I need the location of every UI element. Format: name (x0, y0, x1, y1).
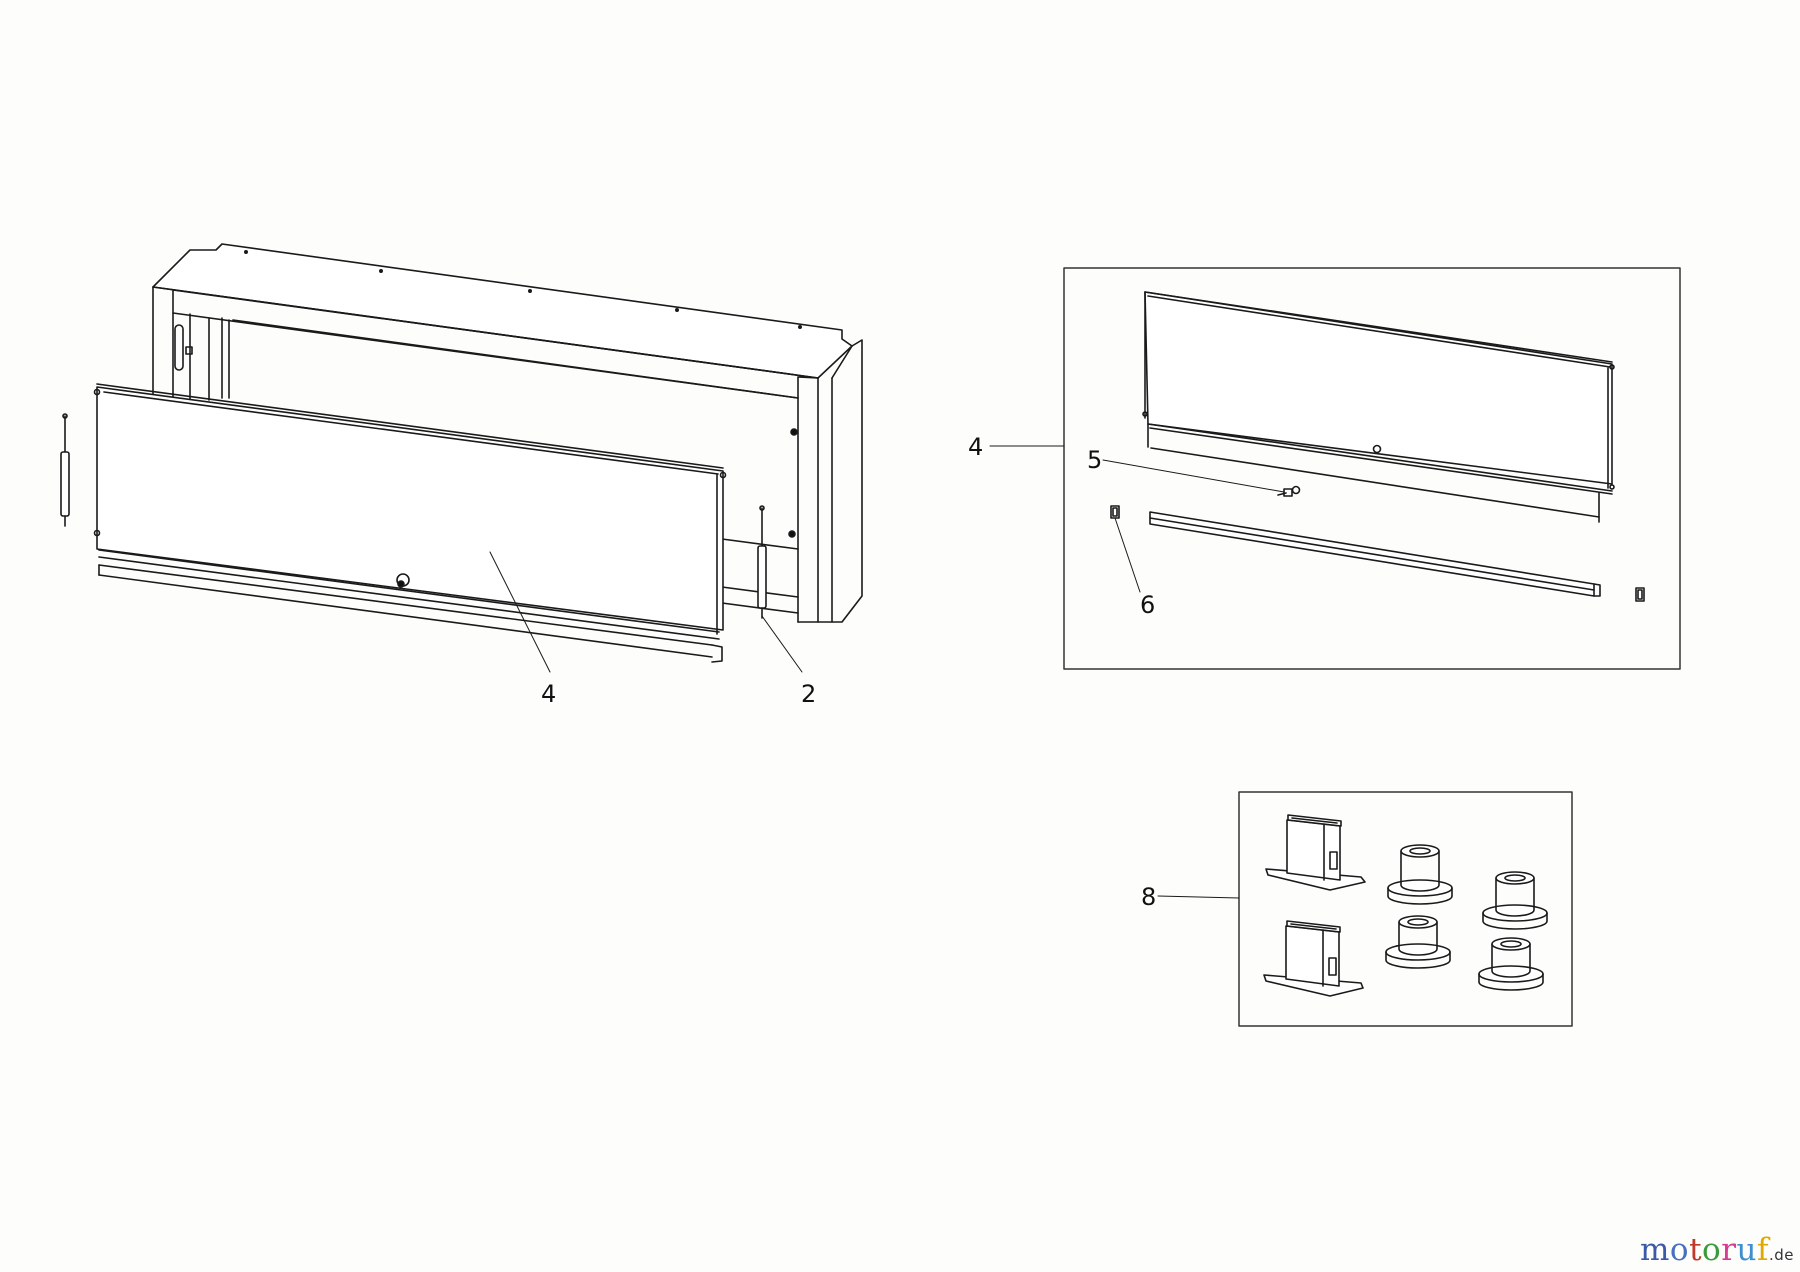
leader-line-8 (1157, 895, 1240, 899)
callout-4-door-assembly: 4 (968, 433, 984, 461)
end-cap-right (1635, 587, 1645, 602)
motoruf-logo: motoruf.de (1640, 1232, 1794, 1268)
lock-cylinder (1277, 485, 1301, 497)
logo-letter: o (1669, 1232, 1690, 1268)
detail-box-door (1063, 267, 1681, 670)
logo-letter: o (1702, 1232, 1722, 1268)
logo-tld: .de (1769, 1246, 1795, 1264)
leader-line-4 (489, 551, 551, 673)
door-panel-detail (1142, 291, 1615, 523)
leader-line-5 (1102, 459, 1285, 493)
logo-letter: t (1689, 1232, 1703, 1268)
gas-strut-left (60, 413, 70, 527)
flap-door (93, 383, 727, 663)
cabinet-body (152, 243, 863, 623)
gas-strut-right (757, 505, 767, 619)
leader-line-6 (1114, 517, 1141, 593)
logo-letter: u (1736, 1232, 1758, 1268)
logo-letter: f (1757, 1232, 1769, 1268)
flanged-bushing-4 (1478, 937, 1544, 991)
callout-5-lock: 5 (1087, 446, 1103, 474)
end-cap-left (1110, 505, 1120, 519)
detail-box-fittings (1238, 791, 1573, 1027)
rectangular-sleeve-1 (1265, 814, 1366, 891)
flanged-bushing-3 (1385, 915, 1451, 969)
bottom-rail (1149, 511, 1601, 597)
callout-6-end-cap: 6 (1140, 591, 1156, 619)
callout-4-door: 4 (541, 680, 557, 708)
callout-8-fittings: 8 (1141, 883, 1157, 911)
flanged-bushing-1 (1387, 844, 1453, 905)
logo-letter: m (1640, 1232, 1670, 1268)
logo-letter: r (1721, 1232, 1737, 1268)
callout-2-gas-strut: 2 (801, 680, 817, 708)
rectangular-sleeve-2 (1263, 920, 1364, 997)
leader-line-2 (761, 615, 803, 673)
flanged-bushing-2 (1482, 871, 1548, 930)
